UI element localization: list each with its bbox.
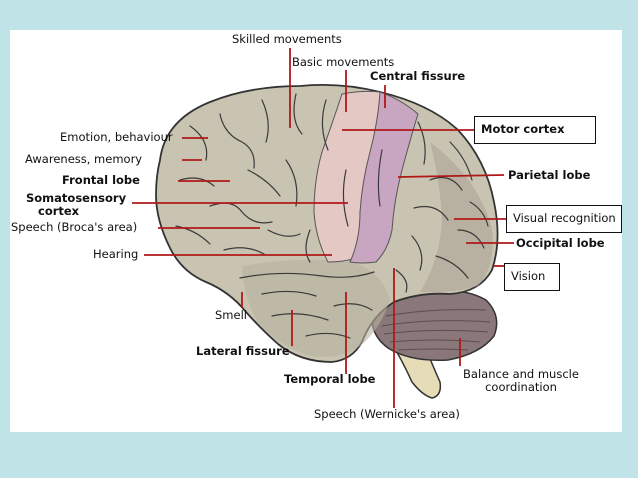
- label-speech-broca: Speech (Broca's area): [11, 220, 138, 234]
- label-somatosensory-line2: cortex: [38, 204, 80, 218]
- label-basic-movements: Basic movements: [292, 55, 395, 69]
- brain-diagram: [132, 48, 514, 408]
- label-speech-wernicke: Speech (Wernicke's area): [314, 407, 460, 421]
- label-smell: Smell: [215, 308, 247, 322]
- label-lateral-fissure: Lateral fissure: [196, 344, 290, 358]
- label-hearing: Hearing: [93, 247, 139, 261]
- label-vision: Vision: [504, 263, 560, 291]
- label-balance-line2: coordination: [485, 380, 557, 394]
- label-occipital-lobe: Occipital lobe: [516, 236, 605, 250]
- diagram-panel: Skilled movements Basic movements Centra…: [10, 30, 622, 432]
- label-balance-line1: Balance and muscle: [463, 367, 579, 381]
- label-awareness-memory: Awareness, memory: [25, 152, 143, 166]
- label-parietal-lobe: Parietal lobe: [508, 168, 591, 182]
- label-emotion-behaviour: Emotion, behaviour: [60, 130, 173, 144]
- label-temporal-lobe: Temporal lobe: [284, 372, 376, 386]
- label-frontal-lobe: Frontal lobe: [62, 173, 140, 187]
- label-skilled-movements: Skilled movements: [232, 32, 342, 46]
- label-somatosensory-cortex: Somatosensory cortex: [26, 192, 126, 218]
- label-central-fissure: Central fissure: [370, 69, 466, 83]
- label-somatosensory-line1: Somatosensory: [26, 191, 127, 205]
- label-motor-cortex: Motor cortex: [474, 116, 596, 144]
- label-balance-coordination: Balance and muscle coordination: [456, 368, 586, 394]
- label-visual-recognition: Visual recognition: [506, 205, 622, 233]
